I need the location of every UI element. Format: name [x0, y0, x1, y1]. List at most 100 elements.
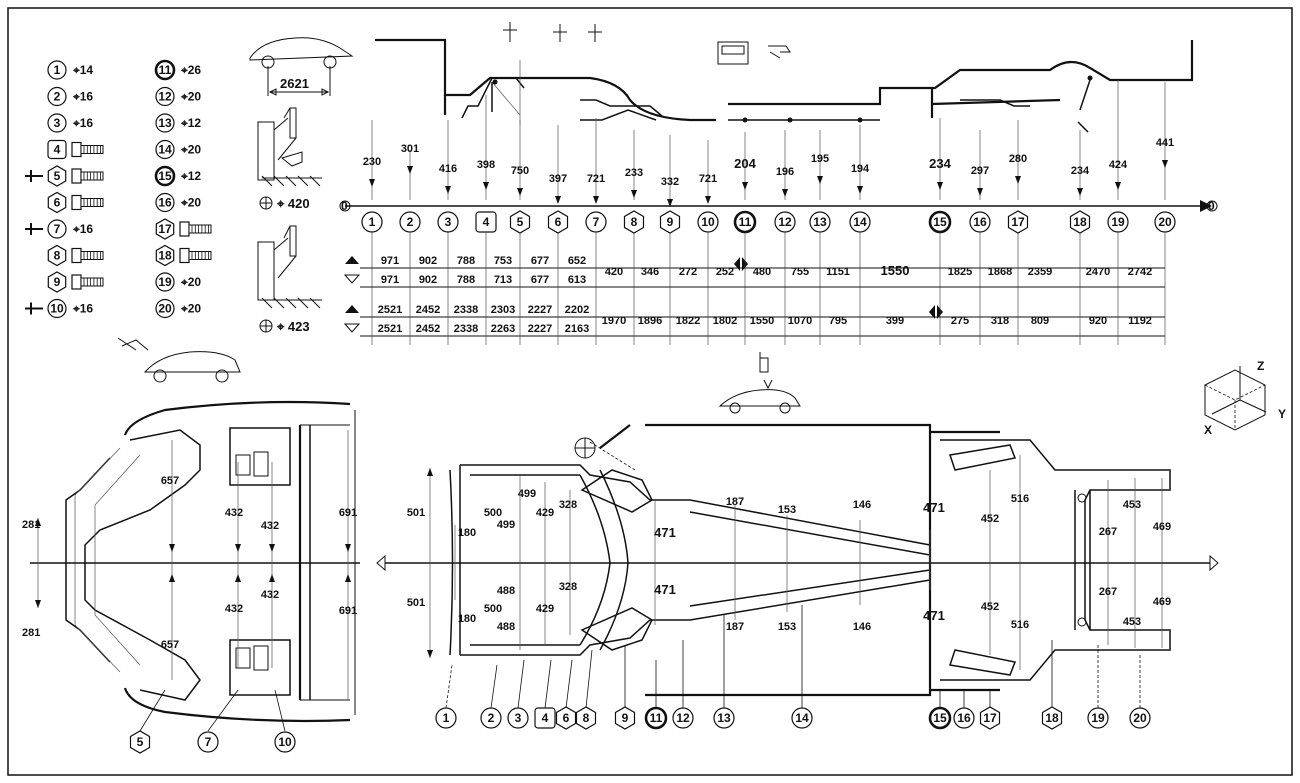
plan-view-dimensions: 5015011801805005004994994884884294293283…	[407, 488, 1171, 633]
plan-dimension: 153	[778, 621, 796, 633]
x-dimension: 753	[494, 255, 512, 267]
legend-spec: ⌖20	[180, 143, 201, 157]
x-dimension: 1151	[826, 266, 850, 278]
legend-item-14: 14 ⌖20	[155, 139, 201, 160]
legend-item-11: 11⌖26	[154, 59, 201, 81]
point-marker-6: 6	[547, 210, 569, 234]
legend-item-5: 5	[25, 165, 104, 187]
legend-item-19: 19⌖20	[155, 272, 201, 292]
point-marker-label: 12	[158, 90, 172, 104]
point-marker-14: 14	[155, 139, 175, 160]
point-marker-15: 15	[154, 165, 176, 187]
bolt-icon	[179, 247, 212, 264]
plan-dimension: 471	[654, 525, 676, 540]
plan-dimension: 328	[559, 581, 577, 593]
x-dimension: 2163	[565, 323, 589, 335]
x-dimension: 677	[531, 255, 549, 267]
point-marker-11: 11	[644, 706, 668, 730]
x-dimension: 1825	[948, 266, 972, 278]
plan-dimension: 146	[853, 621, 871, 633]
point-marker-7: 7	[47, 219, 67, 239]
point-marker-label: 3	[54, 116, 61, 130]
point-marker-8: 8	[575, 706, 597, 730]
point-marker-13: 13	[809, 211, 831, 233]
point-marker-11: 11	[733, 210, 757, 234]
x-dimension: 1550	[881, 263, 910, 278]
plan-dimension: 516	[1011, 619, 1029, 631]
legend-spec: ⌖12	[180, 169, 201, 183]
point-marker-label: 1	[443, 711, 450, 725]
height-dimension: 280	[1009, 153, 1027, 165]
point-marker-label: 20	[158, 302, 172, 316]
point-marker-label: 7	[593, 215, 600, 229]
point-marker-label: 1	[54, 63, 61, 77]
point-marker-5: 5	[129, 730, 151, 754]
point-marker-label: 9	[54, 275, 61, 289]
x-dimension: 788	[457, 255, 475, 267]
point-marker-label: 16	[158, 196, 172, 210]
height-dimension: 721	[587, 173, 605, 185]
car-side-illustration: 2621	[249, 37, 354, 96]
lift-point-rear-value: ⌖ 423	[276, 319, 310, 334]
point-marker-17: 17	[979, 706, 1001, 730]
plan-dimension: 500	[484, 603, 502, 615]
point-marker-10: 10	[47, 298, 67, 319]
point-marker-label: 13	[813, 215, 827, 229]
car-raised-illustration	[117, 337, 241, 383]
axis-z-label: Z	[1257, 359, 1264, 373]
plan-dimension: 146	[853, 499, 871, 511]
legend-spec: ⌖14	[72, 63, 93, 77]
point-marker-2: 2	[480, 707, 502, 729]
plan-dimension: 180	[458, 613, 476, 625]
legend-item-16: 16⌖20	[155, 192, 201, 213]
plan-view	[376, 423, 1219, 697]
axis-x-label: X	[1204, 423, 1212, 437]
plan-dimension: 429	[536, 603, 554, 615]
point-marker-16: 16	[969, 211, 991, 233]
plan-dimension: 469	[1153, 596, 1171, 608]
point-marker-label: 5	[517, 215, 524, 229]
height-dimension: 196	[776, 166, 794, 178]
point-marker-label: 13	[717, 711, 731, 725]
x-dimension: 275	[951, 315, 969, 327]
x-dimension: 2303	[491, 304, 515, 316]
legend-item-1: 1 ⌖14	[47, 60, 93, 80]
x-dimension: 809	[1031, 315, 1049, 327]
point-marker-label: 2	[407, 215, 414, 229]
legend-item-15: 15 ⌖12	[154, 165, 201, 187]
legend-item-13: 13⌖12	[155, 113, 201, 133]
point-marker-label: 18	[158, 249, 172, 263]
front-dimension: 281	[22, 627, 40, 639]
point-marker-label: 1	[369, 215, 376, 229]
datum-line: 0 0	[339, 199, 1218, 213]
height-dimension: 398	[477, 159, 495, 171]
point-marker-label: 3	[515, 711, 522, 725]
wheelbase-value: 2621	[280, 76, 309, 91]
x-dimension: 2202	[565, 304, 589, 316]
point-marker-14: 14	[849, 211, 871, 233]
point-marker-9: 9	[47, 271, 67, 293]
x-dimension: 1192	[1128, 315, 1152, 327]
bolt-icon	[71, 274, 104, 290]
plan-dimension: 267	[1099, 586, 1117, 598]
point-marker-8: 8	[623, 210, 645, 234]
point-marker-label: 18	[1045, 711, 1059, 725]
legend-spec: ⌖16	[72, 222, 93, 236]
front-dimension: 657	[161, 639, 179, 651]
legend-spec: ⌖12	[180, 116, 201, 130]
height-dimension: 750	[511, 165, 529, 177]
legend-spec: ⌖20	[180, 275, 201, 289]
height-dimension: 234	[1071, 165, 1090, 177]
point-marker-18: 18	[1041, 706, 1063, 730]
legend-item-9: 9	[47, 271, 104, 293]
front-dimension: 691	[339, 507, 357, 519]
x-dimension: 2227	[528, 304, 552, 316]
point-marker-label: 9	[667, 215, 674, 229]
height-dimension: 332	[661, 176, 679, 188]
point-marker-label: 7	[205, 735, 212, 749]
